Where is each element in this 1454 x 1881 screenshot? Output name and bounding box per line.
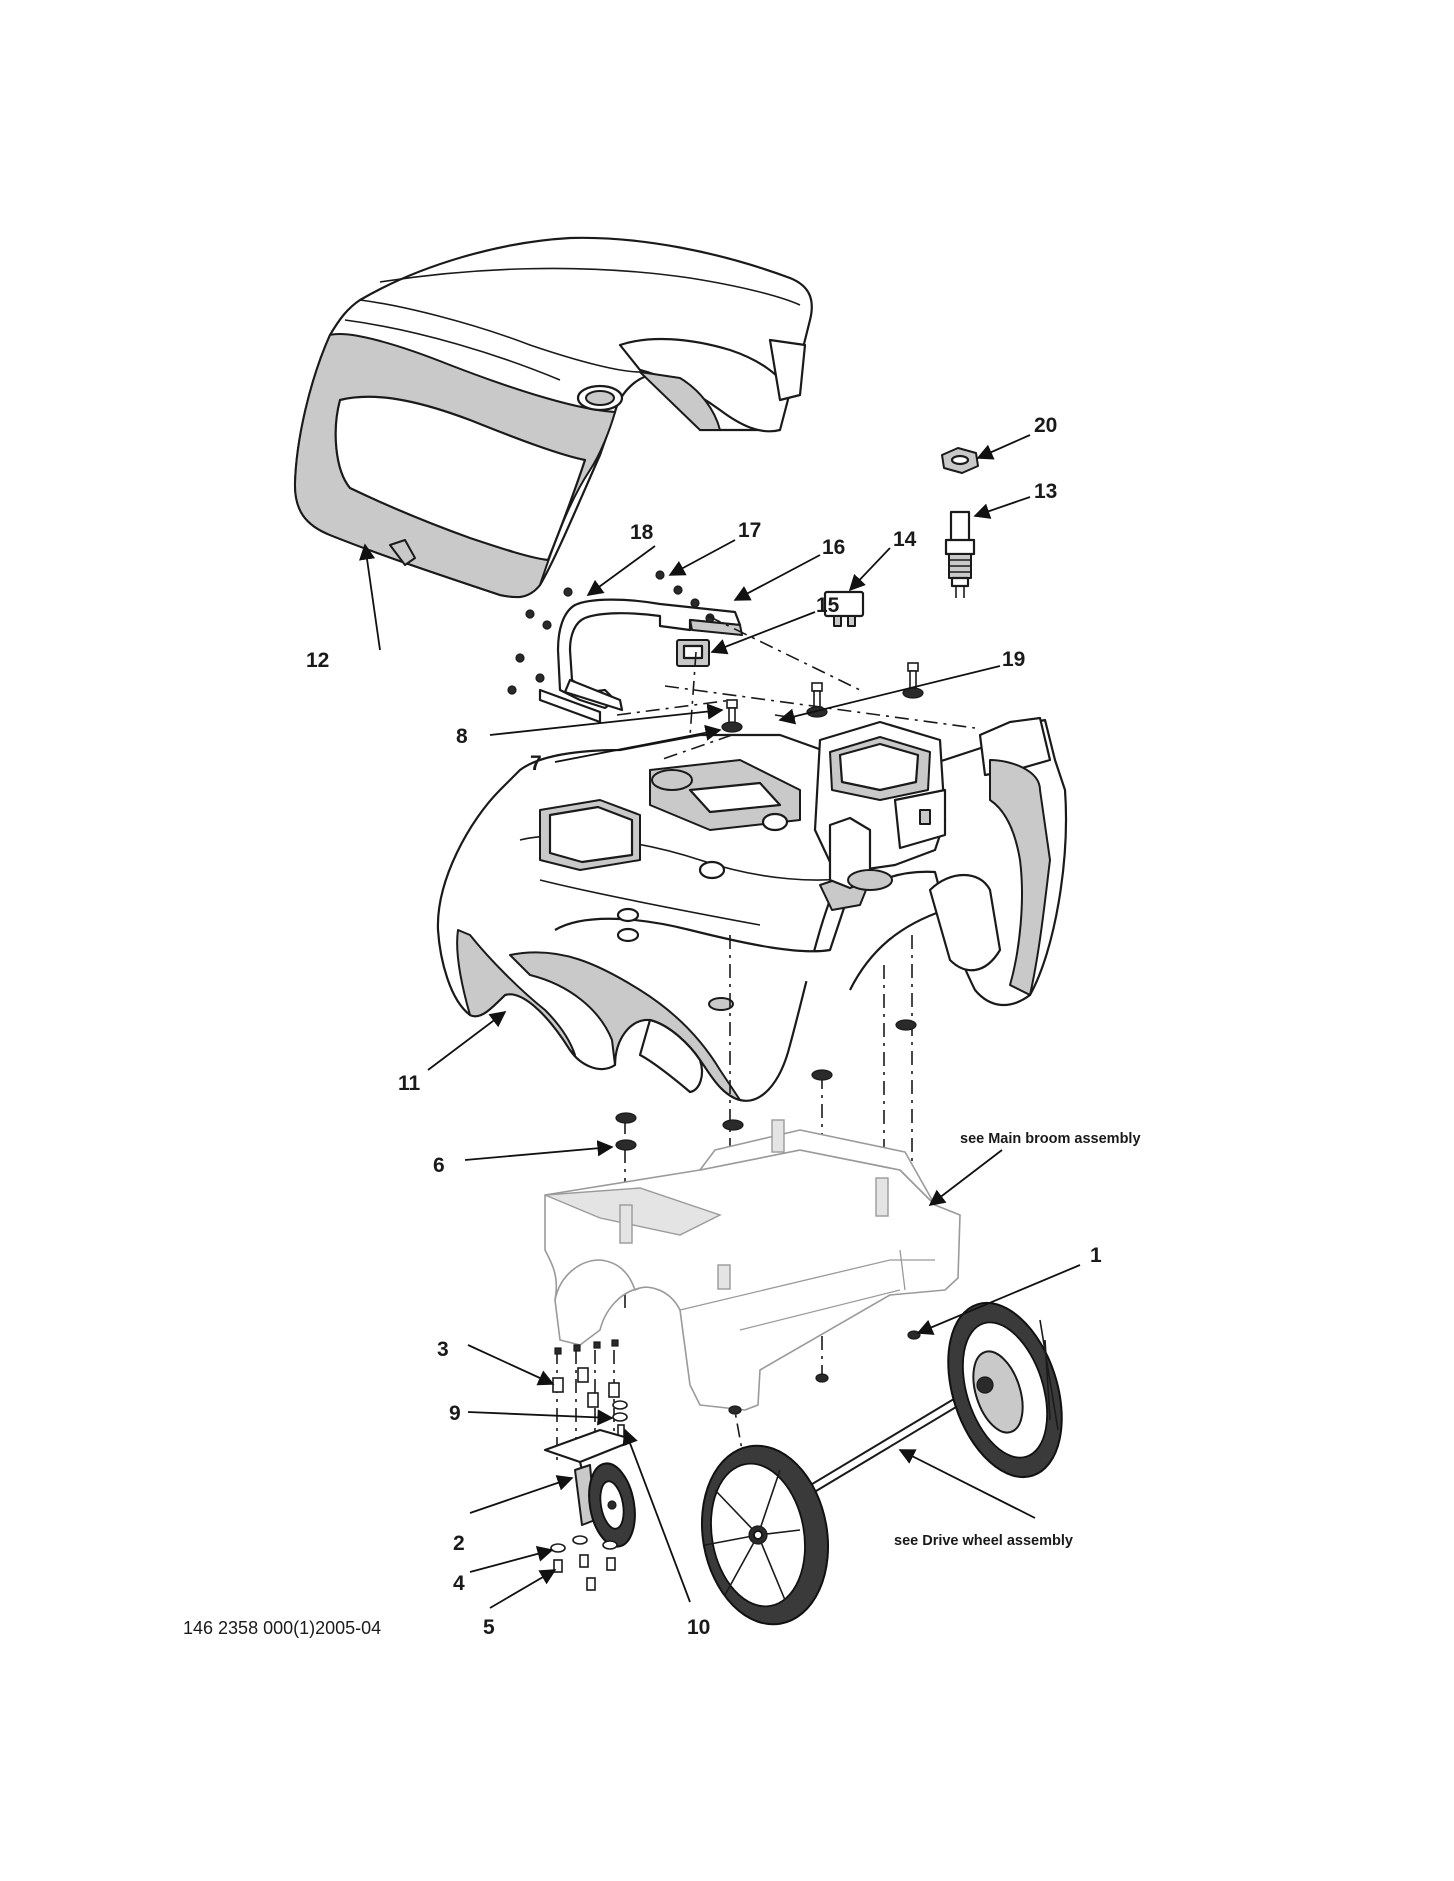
callout-13: 13: [1034, 480, 1057, 503]
rear-drive-wheel: [947, 1301, 1063, 1479]
washers-part-9: [612, 1400, 628, 1422]
callout-5: 5: [483, 1616, 495, 1639]
callout-11: 11: [398, 1072, 421, 1095]
callout-2: 2: [453, 1532, 465, 1555]
washers-part-6: [615, 1019, 917, 1151]
screws-part-18: [507, 587, 573, 695]
callout-6: 6: [433, 1154, 445, 1177]
callout-12: 12: [306, 649, 329, 672]
switch-part-13: [944, 510, 976, 598]
callout-1: 1: [1090, 1244, 1102, 1267]
callout-16: 16: [822, 536, 845, 559]
callout-15: 15: [816, 594, 840, 617]
callout-7: 7: [530, 752, 542, 775]
callout-10: 10: [687, 1616, 710, 1639]
spacers-part-3: [552, 1367, 620, 1408]
handle-bracket-part-16: [538, 598, 743, 724]
fuse-part-14: [823, 590, 865, 627]
callout-17: 17: [738, 519, 761, 542]
chassis-frame: [544, 1119, 961, 1415]
callout-8: 8: [456, 725, 468, 748]
main-body-part-11: [436, 716, 1068, 1102]
caster-part-2: [543, 1428, 637, 1548]
top-cover-part-12: [293, 236, 813, 599]
leader-lines: [359, 434, 1081, 1609]
bolts-part-5: [553, 1554, 616, 1591]
main-broom-note: see Main broom assembly: [960, 1131, 1141, 1147]
bolts-part-8: [726, 662, 919, 731]
callout-19: 19: [1002, 648, 1025, 671]
callout-14: 14: [893, 528, 917, 551]
callout-18: 18: [630, 521, 654, 544]
callout-20: 20: [1034, 414, 1057, 437]
callout-labels: 20 13 14 15 16 17 18 19 8 7 12 11 6 1 3 …: [306, 414, 1102, 1639]
drive-wheel-assembly: [700, 1301, 1063, 1626]
drive-wheel-note: see Drive wheel assembly: [894, 1533, 1073, 1549]
callout-9: 9: [449, 1402, 461, 1425]
washers-part-4: [550, 1535, 618, 1553]
fuse-holder-part-15: [676, 639, 710, 667]
document-id: 146 2358 000(1)2005-04: [183, 1618, 381, 1638]
callout-4: 4: [453, 1572, 465, 1595]
callout-3: 3: [437, 1338, 449, 1361]
front-drive-wheel: [700, 1444, 830, 1626]
nut-part-20: [941, 447, 979, 474]
